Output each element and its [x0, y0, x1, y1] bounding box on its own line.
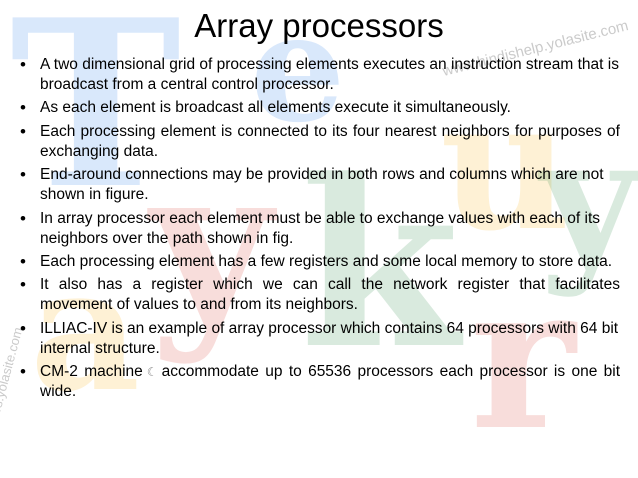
bullet-marker: •: [20, 251, 26, 271]
bullet-text: Each processing element is connected to …: [40, 122, 620, 160]
watermark-letter: k: [300, 130, 460, 400]
bullet-text: CM-2 machine☾accommodate up to 65536 pro…: [40, 362, 620, 402]
bullet-item: • Each processing element has a few regi…: [20, 252, 620, 272]
bullet-item: • End-around connections may be provided…: [20, 165, 620, 205]
bullet-marker: •: [20, 208, 26, 228]
bullet-list: • A two dimensional grid of processing e…: [20, 55, 620, 406]
watermark-letter: y: [540, 100, 638, 300]
bullet-text: End-around connections may be provided i…: [40, 166, 604, 204]
bullet-text: ILLIAC-IV is an example of array process…: [40, 319, 619, 357]
bullet-text: A two dimensional grid of processing ele…: [40, 56, 619, 93]
bullet-marker: •: [20, 98, 26, 118]
bullet-item: • As each element is broadcast all eleme…: [20, 98, 620, 118]
cm2-description: accommodate up to 65536 processors each …: [40, 363, 621, 401]
bullet-item: • In array processor each element must b…: [20, 209, 620, 249]
bullet-item: • It also has a register which we can ca…: [20, 275, 620, 315]
cm2-label: CM-2 machine: [40, 363, 143, 381]
slide-title: Array processors: [194, 7, 444, 44]
watermark-letter: T: [10, 0, 182, 240]
bullet-item: • ILLIAC-IV is an example of array proce…: [20, 319, 620, 359]
watermark-letter: r: [470, 240, 576, 475]
bullet-item: • Each processing element is connected t…: [20, 122, 620, 162]
bullet-text: Each processing element has a few regist…: [40, 252, 613, 270]
bullet-text: It also has a register which we can call…: [40, 276, 620, 314]
bullet-item: • A two dimensional grid of processing e…: [20, 55, 620, 95]
watermark-letter: a: [30, 230, 141, 430]
bullet-item: • CM-2 machine☾accommodate up to 65536 p…: [20, 362, 620, 402]
bullet-marker: •: [20, 318, 26, 338]
moon-glyph: ☾: [146, 365, 158, 380]
bullet-marker: •: [20, 165, 26, 185]
bullet-marker: •: [20, 275, 26, 295]
bullet-marker: •: [20, 55, 26, 74]
watermark-letter: u: [440, 60, 571, 271]
bullet-text: As each element is broadcast all element…: [40, 99, 511, 117]
bullet-marker: •: [20, 121, 26, 141]
bullet-text: In array processor each element must be …: [40, 209, 601, 247]
bullet-marker: •: [20, 362, 26, 382]
watermark-letter: y: [150, 120, 273, 367]
watermark-letter: e: [250, 0, 346, 156]
